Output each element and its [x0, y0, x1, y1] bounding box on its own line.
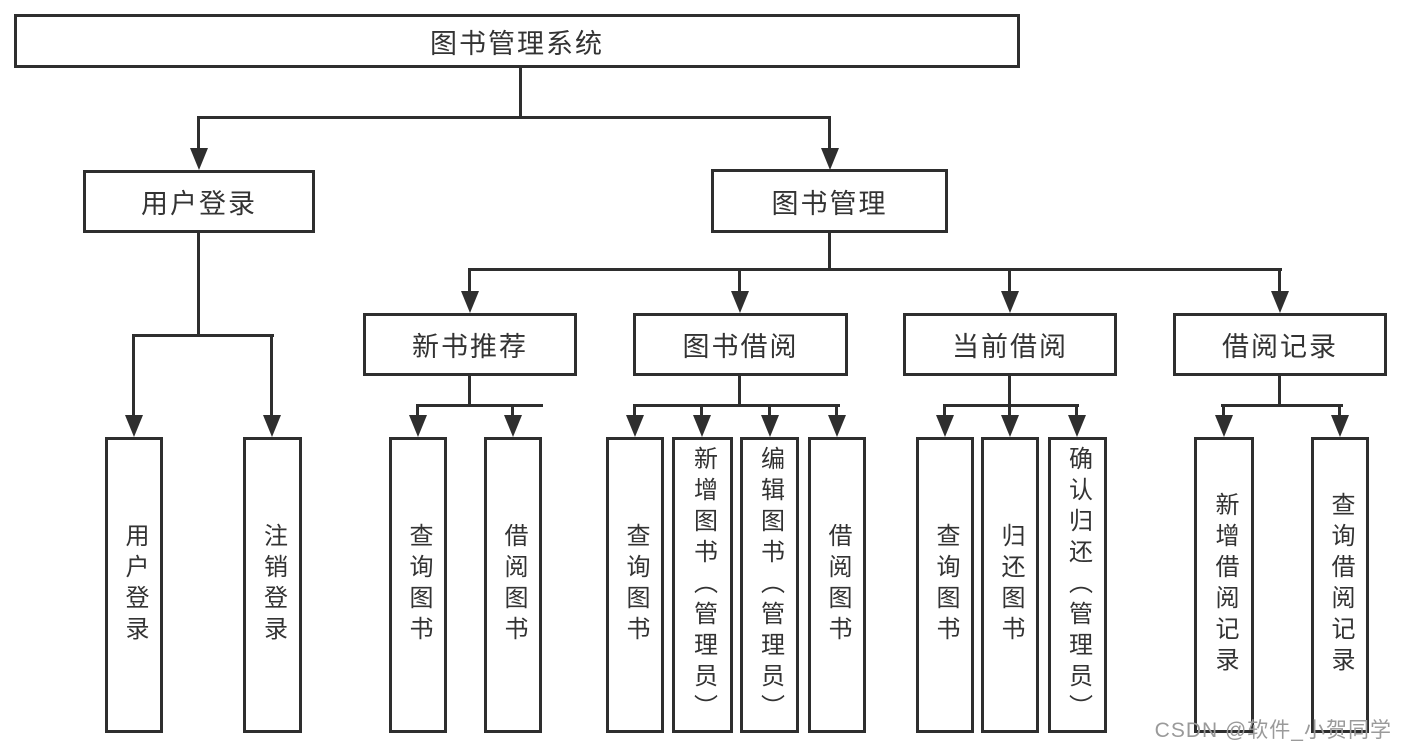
connector-line: [633, 404, 636, 416]
connector-line: [468, 268, 1282, 271]
leaf-label: 确认归还（管理员）: [1064, 445, 1092, 725]
leaf-label: 用户登录: [121, 523, 148, 647]
connector-line: [633, 404, 840, 407]
leaf-query-books-borrowing: 查询图书: [606, 437, 664, 733]
leaf-label: 新增图书（管理员）: [689, 445, 717, 725]
node-label: 图书借阅: [682, 332, 799, 362]
connector-line: [270, 334, 273, 416]
connector-line: [197, 233, 200, 337]
connector-line: [1278, 268, 1281, 293]
connector-line: [835, 404, 838, 416]
arrow-down-icon: [1271, 291, 1289, 313]
connector-line: [1338, 404, 1341, 416]
leaf-label: 借阅图书: [500, 523, 527, 647]
arrow-down-icon: [504, 415, 522, 437]
arrow-down-icon: [1068, 415, 1086, 437]
node-label: 用户登录: [141, 189, 257, 219]
node-new-book-recommendation: 新书推荐: [363, 313, 577, 376]
arrow-down-icon: [821, 148, 839, 170]
arrow-down-icon: [828, 415, 846, 437]
connector-line: [738, 268, 741, 293]
node-current-borrowing: 当前借阅: [903, 313, 1117, 376]
connector-line: [468, 268, 471, 293]
leaf-query-borrow-record: 查询借阅记录: [1311, 437, 1369, 733]
connector-line: [416, 404, 419, 416]
connector-line: [700, 404, 703, 416]
node-book-borrowing: 图书借阅: [633, 313, 848, 376]
connector-line: [1278, 376, 1281, 407]
leaf-add-book-admin: 新增图书（管理员）: [672, 437, 733, 733]
node-user-login: 用户登录: [83, 170, 315, 233]
arrow-down-icon: [1215, 415, 1233, 437]
connector-line: [511, 404, 514, 416]
leaf-edit-book-admin: 编辑图书（管理员）: [740, 437, 799, 733]
connector-line: [828, 116, 831, 149]
leaf-query-books-recommend: 查询图书: [389, 437, 447, 733]
connector-line: [1221, 404, 1343, 407]
connector-line: [1075, 404, 1078, 416]
leaf-label: 新增借阅记录: [1211, 492, 1238, 678]
node-book-management: 图书管理: [711, 169, 948, 233]
node-label: 图书管理系统: [430, 28, 604, 59]
leaf-label: 查询图书: [932, 523, 959, 647]
leaf-borrow-books-borrowing: 借阅图书: [808, 437, 866, 733]
arrow-down-icon: [1331, 415, 1349, 437]
arrow-down-icon: [936, 415, 954, 437]
connector-line: [943, 404, 946, 416]
arrow-down-icon: [626, 415, 644, 437]
arrow-down-icon: [1001, 415, 1019, 437]
node-label: 新书推荐: [412, 332, 528, 362]
arrow-down-icon: [1001, 291, 1019, 313]
node-label: 图书管理: [771, 188, 888, 219]
connector-line: [132, 334, 135, 416]
connector-line: [519, 68, 522, 119]
arrow-down-icon: [731, 291, 749, 313]
leaf-user-login: 用户登录: [105, 437, 163, 733]
leaf-borrow-books-recommend: 借阅图书: [484, 437, 542, 733]
watermark: CSDN @软件_小贺同学: [1154, 719, 1392, 742]
arrow-down-icon: [190, 148, 208, 170]
connector-line: [738, 376, 741, 407]
node-label: 当前借阅: [952, 332, 1068, 362]
leaf-confirm-return-admin: 确认归还（管理员）: [1048, 437, 1107, 733]
leaf-label: 查询借阅记录: [1327, 492, 1354, 678]
arrow-down-icon: [693, 415, 711, 437]
connector-line: [1008, 268, 1011, 293]
connector-line: [132, 334, 274, 337]
connector-line: [768, 404, 771, 416]
node-borrowing-records: 借阅记录: [1173, 313, 1387, 376]
node-label: 借阅记录: [1222, 332, 1338, 362]
connector-line: [197, 116, 200, 149]
connector-line: [1008, 376, 1011, 407]
leaf-return-books: 归还图书: [981, 437, 1039, 733]
connector-line: [1008, 404, 1011, 416]
leaf-label: 编辑图书（管理员）: [756, 445, 784, 725]
connector-line: [1222, 404, 1225, 416]
connector-line: [828, 233, 831, 271]
leaf-add-borrow-record: 新增借阅记录: [1194, 437, 1254, 733]
leaf-label: 查询图书: [405, 523, 432, 647]
leaf-logout: 注销登录: [243, 437, 302, 733]
arrow-down-icon: [125, 415, 143, 437]
connector-line: [943, 404, 1079, 407]
arrow-down-icon: [461, 291, 479, 313]
arrow-down-icon: [761, 415, 779, 437]
connector-line: [197, 116, 831, 119]
node-library-system: 图书管理系统: [14, 14, 1020, 68]
arrow-down-icon: [409, 415, 427, 437]
connector-line: [468, 376, 471, 407]
connector-line: [416, 404, 543, 407]
leaf-query-books-current: 查询图书: [916, 437, 974, 733]
leaf-label: 查询图书: [622, 523, 649, 647]
leaf-label: 注销登录: [259, 523, 287, 647]
leaf-label: 归还图书: [997, 523, 1024, 647]
arrow-down-icon: [263, 415, 281, 437]
leaf-label: 借阅图书: [824, 523, 851, 647]
